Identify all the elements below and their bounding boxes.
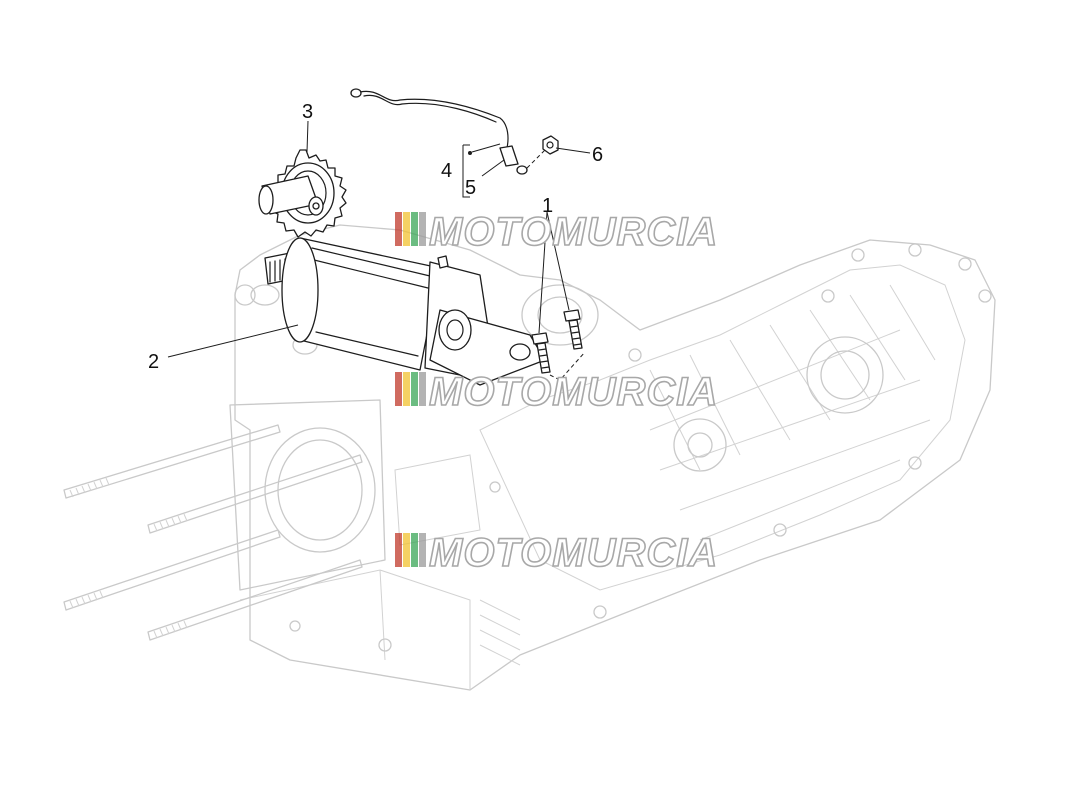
mounting-screws [531,309,586,381]
leader-lines [167,120,591,358]
watermark-text: MOTOMURCIA [429,210,718,254]
crankcase-outline [229,224,996,691]
watermark-stripes [395,533,426,567]
watermark-top: MOTOMURCIA [395,209,718,255]
watermark-middle: MOTOMURCIA [395,369,718,415]
callout-4: 4 [441,160,452,182]
ground-cable [350,88,546,175]
starter-motor [264,237,546,386]
cylinder-studs [63,424,363,641]
callout-labels: 1 2 3 4 5 6 [148,101,603,373]
starter-gear [258,149,347,238]
nut [542,135,559,155]
watermark-stripes [395,372,426,406]
watermark-bottom: MOTOMURCIA [395,530,718,576]
watermark-text: MOTOMURCIA [429,370,718,414]
callout-1: 1 [542,195,553,217]
callout-6: 6 [592,144,603,166]
callout-3: 3 [302,101,313,123]
watermark-text: MOTOMURCIA [429,531,718,575]
callout-5: 5 [465,177,476,199]
dot-marker [468,151,472,155]
callout-2: 2 [148,351,159,373]
watermark-stripes [395,212,426,246]
